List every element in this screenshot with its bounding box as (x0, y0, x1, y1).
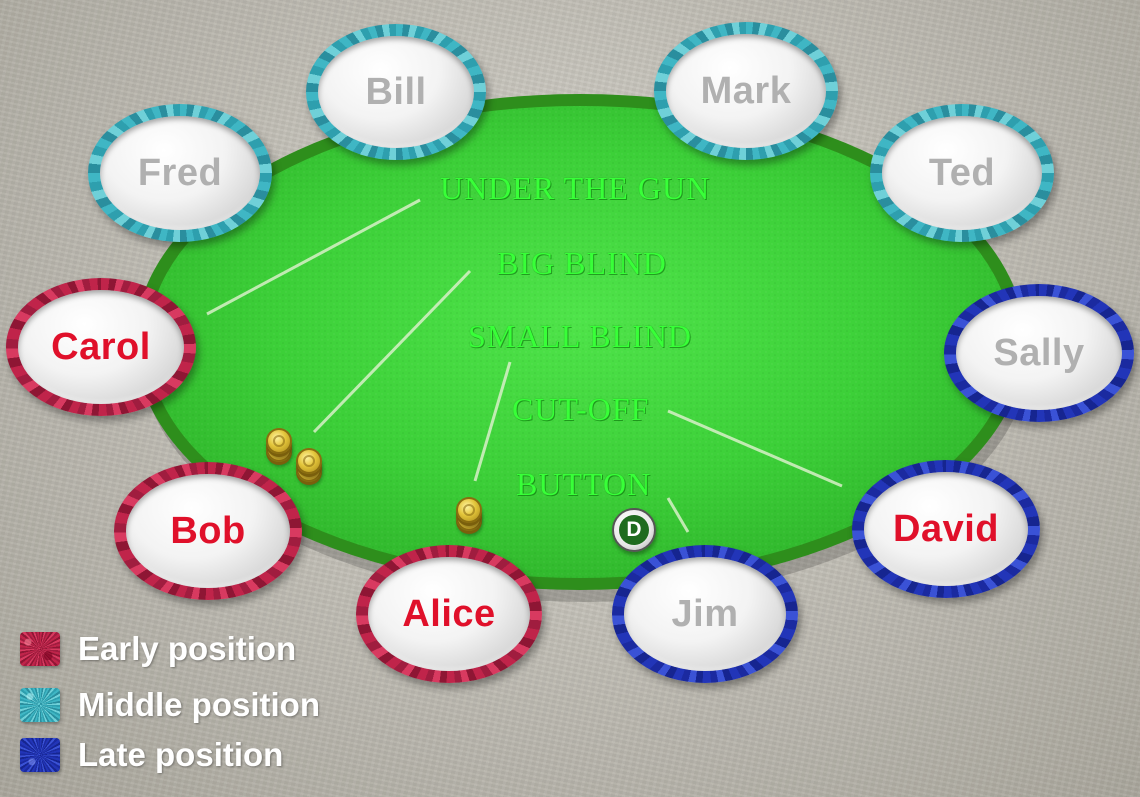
label-under-the-gun: UNDER THE GUN (440, 170, 711, 206)
dealer-button-letter: D (619, 515, 649, 545)
pointer-big-blind (312, 269, 472, 434)
chip (296, 448, 322, 474)
seat-ted[interactable]: Ted (870, 104, 1054, 242)
chip (266, 428, 292, 454)
legend-label: Early position (78, 630, 297, 667)
seat-face: Bob (126, 474, 290, 588)
pointer-cut-off (667, 409, 843, 488)
seat-face: Bill (318, 36, 474, 148)
seat-bob[interactable]: Bob (114, 462, 302, 600)
pointer-under-the-gun (206, 198, 421, 316)
player-name: Ted (928, 151, 996, 194)
seat-face: Carol (18, 290, 184, 404)
seat-bill[interactable]: Bill (306, 24, 486, 160)
label-cut-off: CUT-OFF (512, 391, 650, 427)
seat-face: Fred (100, 116, 260, 230)
player-name: Sally (993, 331, 1085, 374)
seat-face: David (864, 472, 1028, 586)
legend-item-middle: Middle position (20, 686, 320, 724)
legend-item-late: Late position (20, 736, 283, 774)
seat-face: Mark (666, 34, 826, 148)
label-big-blind: BIG BLIND (497, 245, 667, 281)
player-name: Fred (137, 151, 223, 194)
seat-carol[interactable]: Carol (6, 278, 196, 416)
legend-label: Middle position (78, 686, 320, 723)
label-small-blind: SMALL BLIND (468, 318, 693, 354)
seat-sally[interactable]: Sally (944, 284, 1134, 422)
pointer-button (666, 497, 690, 533)
dealer-button: D (612, 508, 656, 552)
legend-swatch-middle (20, 688, 60, 722)
player-name: Bob (170, 509, 246, 552)
pointer-small-blind (473, 361, 512, 482)
seat-mark[interactable]: Mark (654, 22, 838, 160)
seat-jim[interactable]: Jim (612, 545, 798, 683)
player-name: Mark (700, 69, 792, 112)
legend-swatch-early (20, 632, 60, 666)
label-button: BUTTON (516, 466, 652, 502)
player-name: Alice (402, 592, 496, 635)
player-name: Carol (51, 325, 151, 368)
seat-face: Sally (956, 296, 1122, 410)
player-name: Bill (365, 70, 427, 113)
seat-face: Ted (882, 116, 1042, 230)
seat-face: Jim (624, 557, 786, 671)
player-name: Jim (671, 592, 739, 635)
seat-alice[interactable]: Alice (356, 545, 542, 683)
chip (456, 497, 482, 523)
player-name: David (893, 507, 999, 550)
legend-swatch-late (20, 738, 60, 772)
seat-face: Alice (368, 557, 530, 671)
table-felt-texture (148, 106, 1012, 578)
seat-fred[interactable]: Fred (88, 104, 272, 242)
legend-item-early: Early position (20, 630, 296, 668)
seat-david[interactable]: David (852, 460, 1040, 598)
legend-label: Late position (78, 736, 284, 773)
